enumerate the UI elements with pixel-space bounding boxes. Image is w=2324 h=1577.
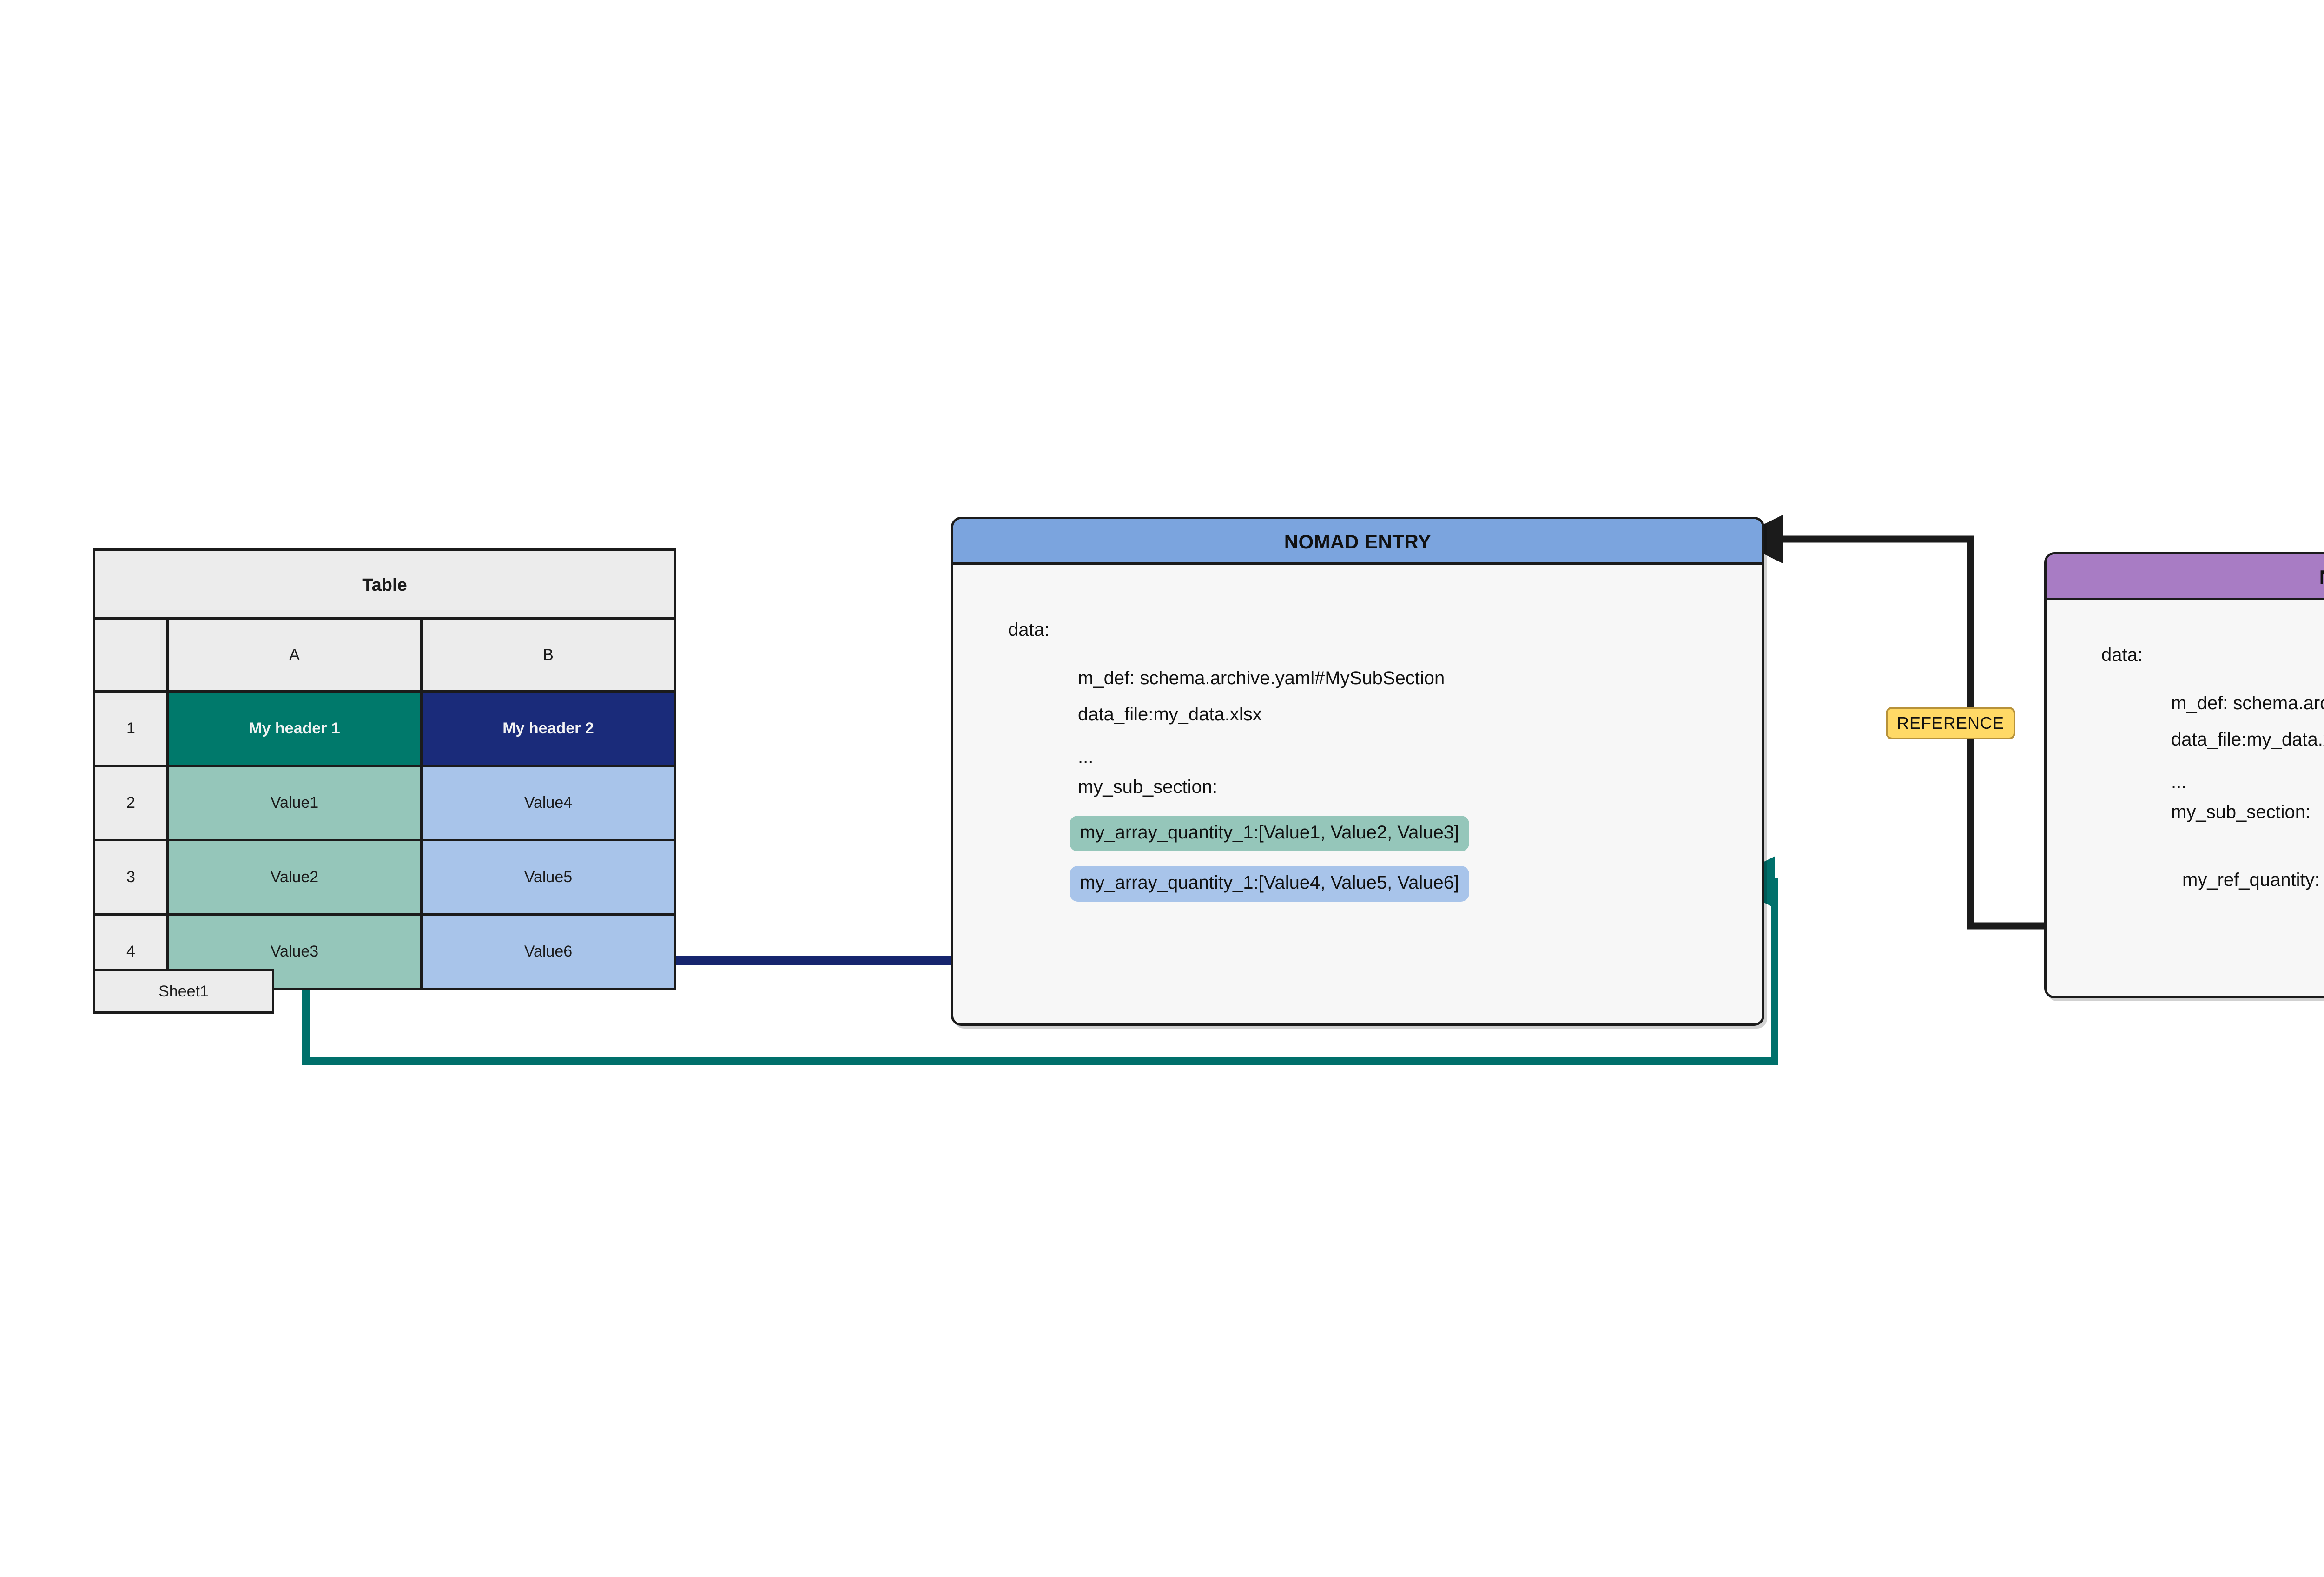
column-header-row: A B	[95, 620, 674, 690]
yaml-line-mdef: m_def: schema.archive.yaml#MySubSection	[1078, 668, 1445, 688]
yaml-line-datafile: data_file:my_data.xlsx	[2171, 729, 2324, 750]
cell-b4: Value6	[423, 916, 674, 988]
cell-b3: Value5	[423, 841, 674, 913]
nomad-entry-card-center: NOMAD ENTRY data: m_def: schema.archive.…	[951, 517, 1764, 1026]
row-index: 3	[95, 841, 169, 913]
corner-cell	[95, 620, 169, 690]
yaml-line-ellipsis: ...	[1078, 747, 1094, 767]
table-row: 1 My header 1 My header 2	[95, 690, 674, 765]
yaml-line-data: data:	[2101, 645, 2143, 665]
table-title: Table	[95, 551, 674, 620]
highlight-array-quantity-blue: my_array_quantity_1:[Value4, Value5, Val…	[1070, 866, 1470, 902]
yaml-line-datafile: data_file:my_data.xlsx	[1078, 704, 1262, 725]
card-body-right: data: m_def: schema.archive.yaml#MySecti…	[2047, 600, 2324, 996]
table-row: 2 Value1 Value4	[95, 765, 674, 839]
yaml-line-subsection: my_sub_section:	[2171, 802, 2311, 822]
cell-b2: Value4	[423, 767, 674, 839]
sheet-tab-sheet1[interactable]: Sheet1	[93, 969, 274, 1014]
highlight-array-quantity-green: my_array_quantity_1:[Value1, Value2, Val…	[1070, 816, 1470, 851]
card-title-right: NOMAD ENTRY	[2047, 554, 2324, 600]
yaml-line-mdef: m_def: schema.archive.yaml#MySection	[2171, 693, 2324, 713]
yaml-line-data: data:	[1008, 620, 1050, 640]
row-index: 2	[95, 767, 169, 839]
cell-a3: Value2	[169, 841, 423, 913]
row-index: 1	[95, 693, 169, 765]
nomad-entry-card-right: NOMAD ENTRY data: m_def: schema.archive.…	[2044, 552, 2324, 998]
column-header-b: B	[423, 620, 674, 690]
card-body-center: data: m_def: schema.archive.yaml#MySubSe…	[953, 565, 1762, 1023]
cell-a2: Value1	[169, 767, 423, 839]
yaml-line-subsection: my_sub_section:	[1078, 777, 1218, 797]
yaml-line-ellipsis: ...	[2171, 772, 2187, 792]
card-title-center: NOMAD ENTRY	[953, 519, 1762, 565]
yaml-line-ref-quantity: my_ref_quantity:	[2182, 870, 2320, 890]
column-header-a: A	[169, 620, 423, 690]
cell-b1: My header 2	[423, 693, 674, 765]
spreadsheet-table: Table A B 1 My header 1 My header 2 2 Va…	[93, 548, 676, 990]
reference-badge: REFERENCE	[1886, 707, 2016, 739]
cell-a1: My header 1	[169, 693, 423, 765]
table-row: 3 Value2 Value5	[95, 839, 674, 913]
